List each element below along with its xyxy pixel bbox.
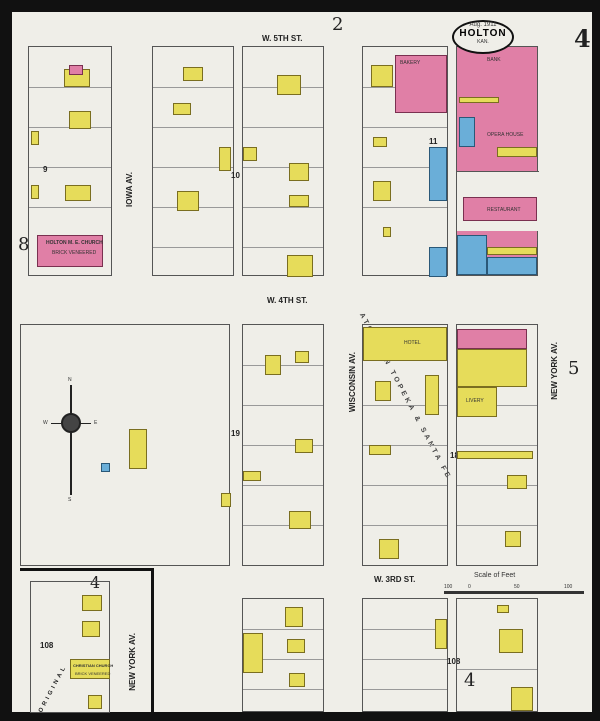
street-w3rd: W. 3RD ST. — [374, 575, 416, 584]
christian-church: CHRISTIAN CHURCH BRICK VENEERED — [70, 659, 113, 679]
map-date: Aug. 1911 — [469, 22, 497, 28]
town-name: HOLTON — [459, 28, 507, 39]
block-18a: HOTEL 18 — [362, 324, 459, 566]
block-bottom-b: 108 — [362, 598, 460, 712]
inset-street-new-york: NEW YORK AV. — [128, 633, 137, 691]
block-number: 11 — [429, 137, 438, 146]
street-wisconsin: WISCONSIN AV. — [348, 352, 357, 413]
street-w5th: W. 5TH ST. — [262, 34, 303, 43]
block-number: 18 — [450, 451, 459, 460]
sheet-number: 4 — [574, 24, 591, 53]
bakery-building: BAKERY — [395, 55, 447, 113]
block-number: 9 — [43, 165, 48, 174]
street-iowa: IOWA AV. — [125, 172, 134, 207]
inset-sheet-number: 4 — [90, 573, 101, 592]
street-new-york: NEW YORK AV. — [550, 342, 559, 400]
block-19: 19 — [231, 324, 324, 566]
block-18b: LIVERY — [456, 324, 538, 566]
inset-map: 4 108 CHRISTIAN CHURCH BRICK VENEERED OR… — [20, 568, 154, 714]
title-cartouche: Aug. 1911 HOLTON KAN. — [452, 20, 514, 54]
block-bottom-a — [242, 598, 324, 712]
map-sheet: Aug. 1911 HOLTON KAN. 4 2 8 5 4 W. 5TH S… — [12, 12, 592, 714]
block-10b: 10 — [231, 46, 324, 277]
state-name: KAN. — [477, 39, 489, 45]
block-number: 108 — [447, 657, 461, 666]
block-commercial: BANK OPERA HOUSE RESTAURANT — [456, 46, 539, 276]
hotel-building: HOTEL — [363, 327, 447, 361]
large-open-block: N S E W — [20, 324, 231, 566]
block-number: 19 — [231, 429, 240, 438]
adjoining-sheet-bottom: 4 — [464, 670, 476, 691]
adjoining-sheet-top: 2 — [332, 14, 344, 35]
block-number: 10 — [231, 171, 240, 180]
scale-bar: Scale of Feet 100 0 50 100 — [444, 572, 584, 600]
block-10a — [152, 46, 234, 276]
holton-me-church: HOLTON M. E. CHURCH BRICK VENEERED — [37, 235, 103, 267]
compass-rose: N S E W — [43, 377, 98, 503]
adjoining-sheet-left: 8 — [18, 234, 30, 255]
block-11: BAKERY 11 — [362, 46, 448, 277]
block-number: 108 — [40, 641, 54, 650]
block-9: 9 HOLTON M. E. CHURCH BRICK VENEERED — [28, 46, 112, 276]
livery-building: LIVERY — [457, 387, 497, 417]
block-bottom-c — [456, 598, 538, 712]
street-w4th: W. 4TH ST. — [267, 296, 308, 305]
adjoining-sheet-right: 5 — [568, 358, 580, 379]
